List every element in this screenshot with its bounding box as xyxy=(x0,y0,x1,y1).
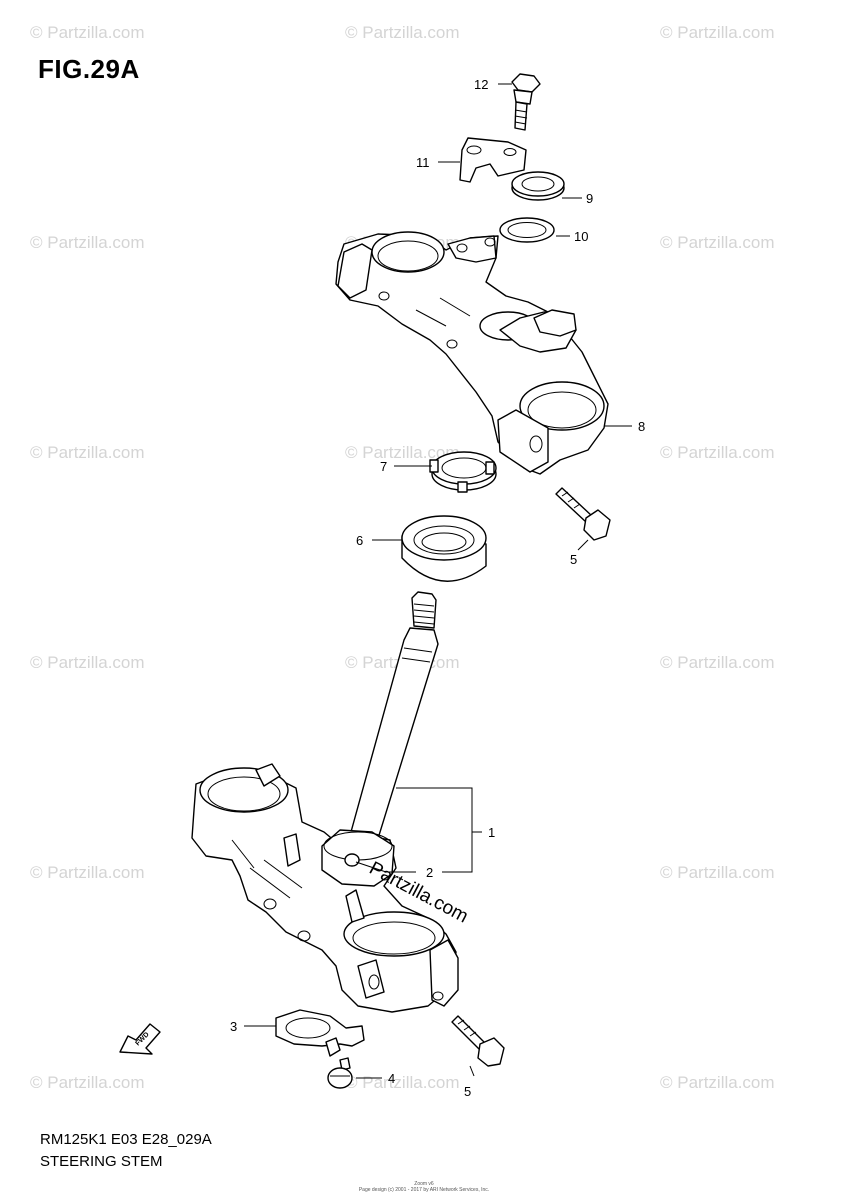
callout-8: 8 xyxy=(638,419,645,434)
part-9-bushing xyxy=(511,171,565,201)
part-4-bolt xyxy=(327,1057,353,1089)
watermark: © Partzilla.com xyxy=(30,1073,145,1092)
callout-5-upper: 5 xyxy=(570,552,577,567)
callout-3: 3 xyxy=(230,1019,237,1034)
callout-11: 11 xyxy=(416,155,430,170)
callout-2: 2 xyxy=(426,865,433,880)
part-5-bolt-lower xyxy=(451,1015,505,1067)
watermark: © Partzilla.com xyxy=(660,863,775,882)
part-7-lock-nut xyxy=(429,451,497,493)
callout-9: 9 xyxy=(586,191,593,206)
footer-line-2: Page design (c) 2001 - 2017 by ARI Netwo… xyxy=(358,1187,490,1193)
callout-5-lower: 5 xyxy=(464,1084,471,1099)
model-code: RM125K1 E03 E28_029A xyxy=(40,1131,212,1148)
part-3-clamp xyxy=(275,1009,365,1057)
watermark: © Partzilla.com xyxy=(345,1073,460,1092)
part-5-bolt-upper xyxy=(555,487,611,541)
part-8-upper-bracket xyxy=(335,231,609,475)
watermark: © Partzilla.com xyxy=(30,233,145,252)
watermark: © Partzilla.com xyxy=(30,863,145,882)
watermark: © Partzilla.com xyxy=(30,653,145,672)
callout-1: 1 xyxy=(488,825,495,840)
watermark: © Partzilla.com xyxy=(660,233,775,252)
callout-4: 4 xyxy=(388,1071,395,1086)
watermark: © Partzilla.com xyxy=(345,23,460,42)
callout-labels: 12 11 9 10 8 7 6 5 1 2 3 4 5 xyxy=(230,77,645,1099)
part-11-handlebar-holder xyxy=(459,137,527,183)
section-name: STEERING STEM xyxy=(40,1153,163,1170)
part-1-steering-stem xyxy=(191,591,459,1013)
watermark: © Partzilla.com xyxy=(30,443,145,462)
watermark: © Partzilla.com xyxy=(660,653,775,672)
figure-title: FIG.29A xyxy=(38,54,140,84)
callout-7: 7 xyxy=(380,459,387,474)
watermark: © Partzilla.com xyxy=(30,23,145,42)
watermark: © Partzilla.com xyxy=(345,443,460,462)
callout-leaders xyxy=(244,83,632,1079)
callout-12: 12 xyxy=(474,77,488,92)
part-6-bearing xyxy=(401,515,487,582)
callout-6: 6 xyxy=(356,533,363,548)
callout-10: 10 xyxy=(574,229,588,244)
watermark: © Partzilla.com xyxy=(660,1073,775,1092)
watermark: © Partzilla.com xyxy=(660,23,775,42)
watermark: © Partzilla.com xyxy=(660,443,775,462)
footer-line-1: Zoom v6 xyxy=(414,1181,434,1187)
fwd-arrow-icon: FWD xyxy=(119,1023,161,1055)
part-12-bolt xyxy=(511,73,541,131)
part-10-washer xyxy=(499,217,555,243)
